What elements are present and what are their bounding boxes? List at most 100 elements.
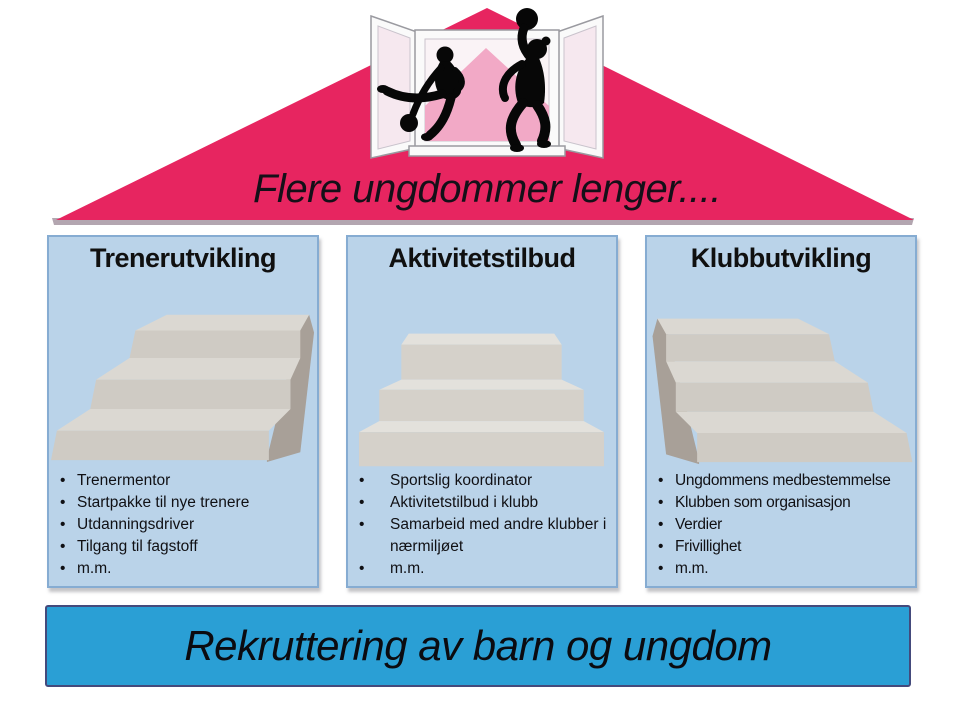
- bullet-item: • Aktivitetstilbud i klubb: [357, 492, 613, 514]
- bullet-marker: •: [359, 560, 365, 577]
- staircase-ascending-left-illustration: [652, 318, 913, 465]
- handball-players-window-illustration: [370, 8, 604, 159]
- bullet-text: Klubben som organisasjon: [675, 494, 851, 511]
- bullet-item: • Verdier: [656, 514, 912, 536]
- player-left-kicking-leg: [382, 86, 447, 103]
- staircase-step3-front: [666, 334, 835, 362]
- staircase-step1-top: [56, 409, 291, 431]
- staircase-step1-top: [358, 421, 605, 433]
- player-left-bent-arm: [452, 67, 465, 94]
- bullet-marker: •: [60, 560, 66, 577]
- player-right-back-foot: [537, 140, 551, 148]
- bullet-marker: •: [359, 472, 365, 489]
- pillar-trenerutvikling: Trenerutvikling • Trenermentor • Startpakke…: [47, 235, 319, 588]
- player-left-head: [436, 46, 454, 64]
- bullet-marker: •: [359, 494, 365, 511]
- bullet-marker: •: [658, 516, 664, 533]
- bullet-marker: •: [658, 472, 664, 489]
- bullet-text: m.m.: [390, 560, 425, 577]
- bullet-text: Aktivitetstilbud i klubb: [390, 494, 539, 511]
- player-left-down-foot: [421, 133, 433, 141]
- player-right-raised-arm: [517, 23, 536, 63]
- staircase-step1-front: [358, 432, 605, 467]
- staircase-step3-front: [129, 330, 301, 358]
- bullet-text: Samarbeid med andre klubber i nærmiljøet: [390, 516, 607, 555]
- bullet-marker: •: [60, 494, 66, 511]
- player-left-down-leg: [425, 93, 456, 140]
- pillar-title-aktivitetstilbud: Aktivitetstilbud: [388, 243, 576, 273]
- bullet-item: • Ungdommens medbestemmelse: [656, 470, 912, 492]
- bullet-text: Trenermentor: [77, 472, 171, 489]
- bullet-item: • Trenermentor: [58, 470, 314, 492]
- bullet-marker: •: [359, 516, 365, 533]
- player-right-front-foot: [510, 144, 524, 152]
- pillar-title-trenerutvikling: Trenerutvikling: [89, 243, 277, 273]
- window-sill: [408, 145, 566, 157]
- bullet-text: Ungdommens medbestemmelse: [675, 472, 891, 489]
- bullet-text: Sportslig koordinator: [390, 472, 533, 489]
- bullet-marker: •: [60, 472, 66, 489]
- bullet-list-aktivitetstilbud: • Sportslig koordinator • Aktivitetstilbud …: [357, 470, 613, 580]
- staircase-step1-front: [697, 433, 913, 463]
- pillar-klubbutvikling: Klubbutvikling • Ungdommens medbestemmels…: [645, 235, 917, 588]
- staircase-step2-top: [666, 361, 868, 383]
- pillar-aktivitetstilbud: Aktivitetstilbud •Sportslig koordinator•…: [346, 235, 618, 588]
- bullet-item: • m.m.: [357, 558, 613, 580]
- bullet-item: • Frivillighet: [656, 536, 912, 558]
- player-right-head: [527, 39, 547, 59]
- bullet-marker: •: [60, 516, 66, 533]
- staircase-step1-top: [675, 411, 907, 434]
- player-right-lower-arm: [499, 60, 526, 100]
- bullet-text: Utdanningsdriver: [77, 516, 195, 533]
- staircase-step2-top: [96, 357, 301, 380]
- footer-title: Rekruttering av barn og ungdom: [184, 622, 772, 669]
- handball-ball-low-icon: [400, 114, 418, 132]
- bullet-item: • Samarbeid med andre klubber i nærmiljøe…: [357, 514, 613, 558]
- staircase-step1-front: [51, 430, 269, 461]
- staircase-step2-front: [90, 379, 291, 410]
- staircase-step3-top: [401, 333, 562, 345]
- bullet-marker: •: [60, 538, 66, 555]
- player-right-back-leg: [532, 100, 551, 146]
- bullet-marker: •: [658, 560, 664, 577]
- player-left-kicking-foot: [377, 85, 389, 93]
- bullet-text: m.m.: [675, 560, 709, 577]
- bullet-item: • Klubben som organisasjon: [656, 492, 912, 514]
- handball-player-left-silhouette: [377, 46, 465, 141]
- roof-title: Flere ungdommer lenger....: [253, 167, 721, 211]
- pillars-row: Trenerutvikling • Trenermentor • Startpakke…: [47, 235, 917, 588]
- bullet-marker: •: [658, 494, 664, 511]
- player-left-lower-arm: [409, 64, 445, 118]
- window-right-glass: [563, 25, 597, 150]
- player-right-hair: [541, 36, 551, 46]
- bullet-list-trenerutvikling: • Trenermentor • Startpakke til nye trenere…: [58, 470, 314, 580]
- bullet-item: • m.m.: [58, 558, 314, 580]
- player-right-torso: [515, 56, 546, 108]
- staircase-frontal-illustration: [358, 333, 605, 467]
- bullet-text: Verdier: [675, 516, 723, 533]
- bullet-item: • Startpakke til nye trenere: [58, 492, 314, 514]
- bullet-list-klubbutvikling: • Ungdommens medbestemmelse • Klubben som o…: [656, 470, 912, 580]
- bullet-text: m.m.: [77, 560, 112, 577]
- bullet-item: • Utdanningsdriver: [58, 514, 314, 536]
- pillar-title-klubbutvikling: Klubbutvikling: [690, 243, 872, 273]
- staircase-side-face: [652, 318, 700, 465]
- staircase-step3-top: [135, 314, 310, 331]
- staircase-step2-front: [675, 382, 874, 412]
- bullet-text: Frivillighet: [675, 538, 742, 555]
- open-window-icon: [370, 14, 604, 159]
- player-right-hand: [501, 94, 509, 102]
- bullet-item: • Sportslig koordinator: [357, 470, 613, 492]
- bullet-text: Tilgang til fagstoff: [77, 538, 198, 555]
- roof-section: Flere ungdommer lenger....: [48, 4, 916, 228]
- staircase-step2-front: [379, 389, 584, 422]
- staircase-step3-top: [657, 318, 830, 335]
- bullet-marker: •: [658, 538, 664, 555]
- footer-banner: Rekruttering av barn og ungdom: [45, 605, 911, 687]
- bullet-text: Startpakke til nye trenere: [77, 494, 250, 511]
- handball-player-right-silhouette: [499, 8, 551, 152]
- staircase-step3-front: [401, 344, 562, 380]
- staircase-step2-top: [379, 379, 584, 390]
- player-right-front-leg: [505, 98, 528, 150]
